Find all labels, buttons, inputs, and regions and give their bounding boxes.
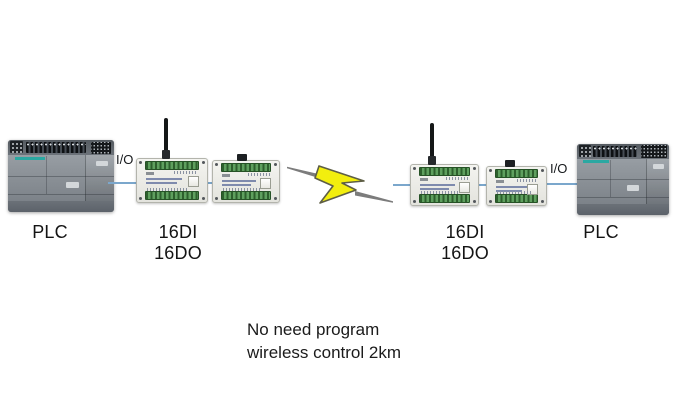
screw-icon (541, 200, 544, 203)
module-label-left: 16DI 16DO (154, 222, 202, 263)
module-text-line (420, 188, 450, 190)
io-module-left (212, 154, 280, 203)
io-module-right (486, 160, 547, 206)
screw-icon (215, 163, 218, 166)
module-label-right: 16DI 16DO (441, 222, 489, 263)
plc-left (8, 140, 114, 212)
plc-seam (8, 176, 114, 177)
module-text-line (420, 184, 455, 186)
module-logo-chip (188, 176, 199, 187)
antenna-rod (163, 118, 168, 150)
screw-icon (489, 169, 492, 172)
terminal-numbers (516, 179, 537, 182)
plc-brand-line (583, 160, 609, 163)
screw-icon (274, 197, 277, 200)
module-text-line (222, 180, 257, 182)
antenna-icon (427, 123, 436, 165)
wireless-io-module-left (136, 118, 208, 203)
terminal-numbers (174, 171, 198, 174)
antenna-stub-icon (237, 154, 247, 161)
plc-terminal-block-icon (91, 142, 111, 154)
plc-label-chip (66, 182, 79, 188)
screw-icon (473, 200, 476, 203)
plc-seam (577, 179, 669, 180)
terminal-numbers (421, 191, 460, 194)
terminal-strip-bottom (495, 194, 538, 203)
terminal-strip-top (495, 169, 538, 178)
plc-terminal-block-icon (641, 145, 667, 158)
terminal-strip-top (221, 163, 271, 172)
plc-label-left: PLC (32, 222, 68, 242)
plc-label-chip (627, 185, 639, 191)
plc-seam (8, 194, 114, 195)
module-marking (496, 180, 504, 183)
screw-icon (541, 169, 544, 172)
screw-icon (202, 161, 205, 164)
terminal-numbers (247, 173, 270, 176)
screw-icon (473, 167, 476, 170)
module-text-line (222, 184, 252, 186)
screw-icon (139, 161, 142, 164)
wire-module-to-module-right (476, 184, 487, 186)
caption-line-2: wireless control 2km (247, 343, 401, 362)
screw-icon (202, 197, 205, 200)
plc-seam (610, 160, 611, 197)
plc-label-chip (653, 164, 664, 169)
screw-icon (413, 200, 416, 203)
lightning-bolt-icon (287, 165, 393, 204)
screw-icon (139, 197, 142, 200)
terminal-strip-bottom (221, 191, 271, 200)
plc-seam (46, 156, 47, 194)
screw-icon (489, 200, 492, 203)
antenna-stub-icon (505, 160, 515, 167)
caption-line-1: No need program (247, 320, 380, 339)
plc-label-right: PLC (583, 222, 619, 242)
wire-link-to-module-right (393, 184, 411, 186)
screw-icon (274, 163, 277, 166)
antenna-base (161, 150, 170, 159)
screw-icon (215, 197, 218, 200)
antenna-base (427, 156, 436, 165)
plc-terminal-row-icon (26, 142, 86, 153)
screw-icon (413, 167, 416, 170)
plc-terminal-block-icon (10, 141, 23, 153)
terminal-strip-top (419, 167, 470, 176)
antenna-rod (429, 123, 434, 156)
plc-bottom-strip (8, 201, 114, 212)
plc-seam (577, 197, 669, 198)
module-marking (222, 174, 230, 177)
module-text-line (146, 178, 183, 180)
plc-brand-line (15, 157, 45, 160)
plc-terminal-row-icon (593, 146, 637, 157)
plc-bottom-strip (577, 204, 669, 215)
terminal-numbers (223, 188, 262, 191)
wireless-io-module-right (410, 123, 479, 206)
wire-module-to-plc-right (544, 183, 580, 185)
io-label-right: I/O (550, 161, 568, 176)
module-logo-chip (260, 178, 271, 189)
module-marking (146, 172, 154, 175)
module-logo-chip (459, 182, 470, 193)
terminal-strip-top (145, 161, 199, 170)
plc-label-chip (96, 161, 108, 166)
terminal-numbers (446, 177, 469, 180)
wire-plc-to-module-left (108, 182, 138, 184)
wire-module-to-module-left (204, 182, 214, 184)
terminal-strip-bottom (419, 194, 470, 203)
terminal-strip-bottom (145, 191, 199, 200)
terminal-numbers (497, 191, 532, 194)
module-text-line (146, 182, 177, 184)
terminal-numbers (147, 188, 188, 191)
plc-right-panel (645, 159, 669, 204)
antenna-icon (161, 118, 170, 159)
module-marking (420, 178, 428, 181)
module-logo-chip (527, 184, 538, 195)
io-label-left: I/O (116, 152, 134, 167)
plc-terminal-block-icon (579, 145, 591, 157)
plc-right (577, 144, 669, 215)
caption: No need program wireless control 2km (247, 318, 401, 364)
module-text-line (496, 186, 527, 188)
